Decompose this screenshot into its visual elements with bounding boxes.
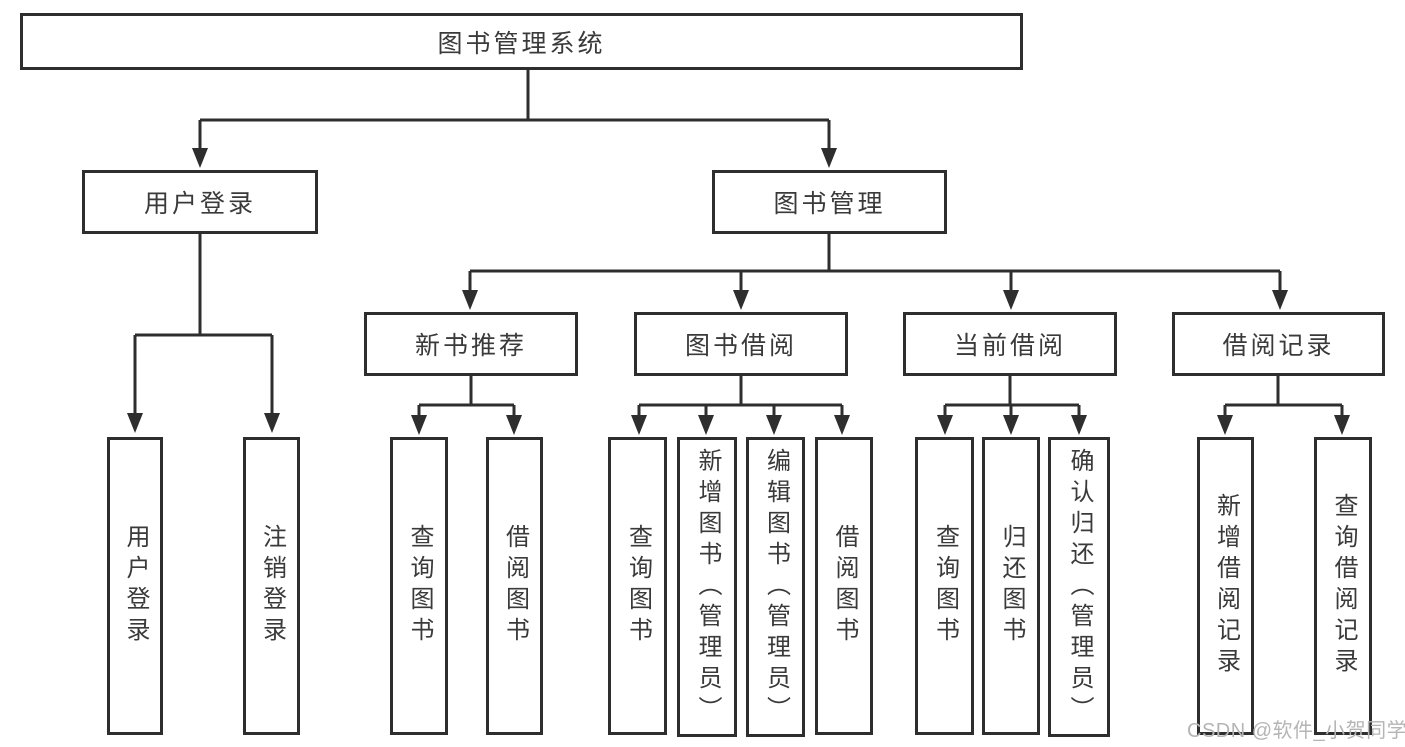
node-borrow-records: 借阅记录 (1172, 312, 1385, 376)
watermark-text: CSDN @软件_小贺同学 (1187, 720, 1405, 742)
node-label: 归还图书 (998, 524, 1025, 648)
node-label: 编辑图书（管理员） (762, 447, 790, 727)
node-user-login: 用户登录 (82, 170, 318, 234)
node-label: 图书借阅 (684, 332, 797, 360)
node-label: 图书管理 (773, 190, 886, 218)
node-label: 查询图书 (931, 524, 959, 648)
node-label: 注销登录 (258, 524, 286, 648)
node-label: 用户登录 (122, 524, 149, 648)
node-current-borrow: 当前借阅 (903, 312, 1117, 376)
node-book-borrow: 图书借阅 (634, 312, 848, 376)
node-label: 查询图书 (624, 524, 652, 648)
leaf-add-borrow-record: 新增借阅记录 (1197, 437, 1254, 735)
node-new-book-recommend: 新书推荐 (364, 312, 578, 376)
node-label: 当前借阅 (953, 332, 1066, 360)
leaf-logout: 注销登录 (243, 437, 300, 735)
node-label: 借阅图书 (831, 524, 858, 648)
leaf-current-query-books: 查询图书 (915, 437, 974, 735)
node-label: 新增借阅记录 (1212, 493, 1240, 679)
node-book-management: 图书管理 (712, 170, 947, 234)
node-label: 新增图书（管理员） (694, 447, 721, 727)
leaf-borrow-query-books: 查询图书 (608, 437, 667, 735)
leaf-borrow-books: 借阅图书 (815, 437, 873, 735)
leaf-edit-books-admin: 编辑图书（管理员） (746, 437, 805, 737)
node-library-management-system: 图书管理系统 (20, 13, 1023, 70)
node-label: 新书推荐 (414, 332, 527, 360)
leaf-user-login: 用户登录 (107, 437, 163, 735)
node-label: 查询图书 (406, 524, 433, 648)
leaf-recommend-borrow-books: 借阅图书 (486, 437, 543, 735)
leaf-return-books: 归还图书 (982, 437, 1040, 735)
leaf-confirm-return-admin: 确认归还（管理员） (1048, 437, 1110, 737)
node-label: 确认归还（管理员） (1066, 447, 1093, 727)
node-label: 查询借阅记录 (1330, 493, 1357, 679)
leaf-recommend-query-books: 查询图书 (390, 437, 448, 735)
node-label: 图书管理系统 (437, 29, 606, 58)
node-label: 用户登录 (143, 190, 256, 218)
node-label: 借阅图书 (501, 524, 529, 648)
leaf-add-books-admin: 新增图书（管理员） (677, 437, 737, 737)
node-label: 借阅记录 (1222, 332, 1335, 360)
leaf-query-borrow-record: 查询借阅记录 (1314, 437, 1372, 735)
